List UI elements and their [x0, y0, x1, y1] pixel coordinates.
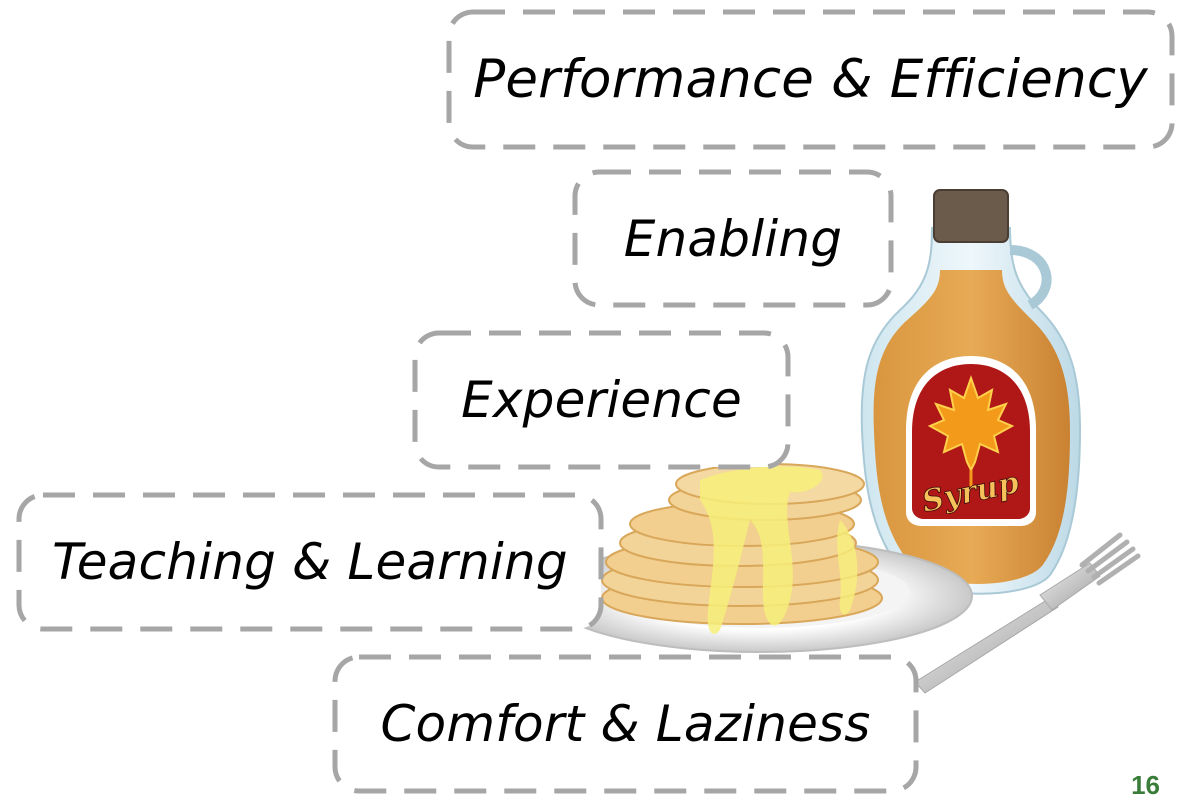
- layer-box-comfort-laziness: Comfort & Laziness: [332, 654, 919, 794]
- fork-icon: [914, 532, 1141, 694]
- dashed-border: [332, 654, 919, 794]
- layer-label: Enabling: [623, 209, 843, 268]
- layer-box-performance-efficiency: Performance & Efficiency: [446, 9, 1175, 150]
- layer-label: Experience: [461, 371, 742, 429]
- dashed-border: [412, 330, 791, 470]
- layer-label: Teaching & Learning: [52, 533, 568, 591]
- layer-box-enabling: Enabling: [572, 169, 894, 308]
- dashed-border: [572, 169, 894, 308]
- layer-box-experience: Experience: [412, 330, 791, 470]
- dashed-border: [446, 9, 1175, 150]
- syrup-bottle-icon: Syrup: [860, 189, 1082, 595]
- dashed-border: [16, 492, 604, 632]
- layer-label: Performance & Efficiency: [473, 49, 1148, 110]
- maple-leaf-icon: [927, 374, 1015, 488]
- layer-label: Comfort & Laziness: [380, 695, 871, 753]
- layer-box-teaching-learning: Teaching & Learning: [16, 492, 604, 632]
- pancake-stack-icon: [601, 463, 883, 634]
- page-number: 16: [1131, 770, 1160, 800]
